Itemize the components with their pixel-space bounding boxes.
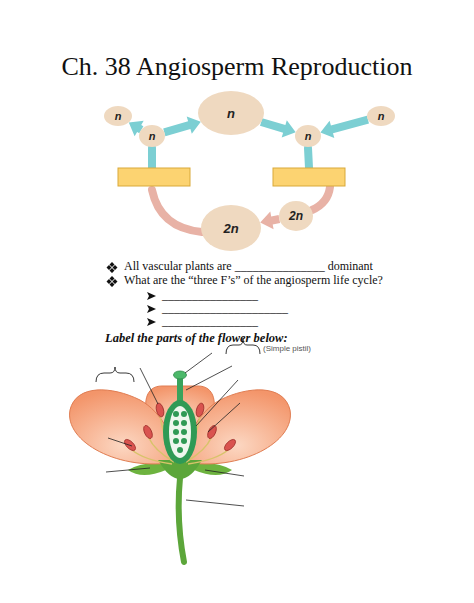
- ovule: [173, 411, 187, 453]
- answer-box: [273, 168, 345, 186]
- ovary-cavity: [169, 406, 191, 458]
- part-label: (Simple pistil): [263, 344, 311, 353]
- answer-blank: _____________________: [162, 301, 288, 316]
- stage-label: n: [378, 110, 385, 122]
- life-stage-oval: n: [139, 125, 165, 147]
- arrow-bullet: [147, 292, 156, 326]
- cycle-arrow: [163, 117, 201, 137]
- flower-illustration: [70, 371, 291, 562]
- instruction-text: Label the parts of the flower below:: [105, 331, 288, 346]
- life-stage-oval: n: [104, 106, 132, 126]
- page-title: Ch. 38 Angiosperm Reproduction: [0, 52, 474, 82]
- petal: [184, 390, 290, 464]
- stigma: [174, 371, 187, 379]
- cycle-arrow: [260, 212, 280, 230]
- stage-label: n: [115, 110, 122, 122]
- bracket: [96, 367, 134, 382]
- stage-label: n: [305, 130, 312, 142]
- question-text: All vascular plants are _______________ …: [124, 259, 373, 274]
- cycle-arc: [148, 148, 156, 168]
- stage-label: 2n: [223, 221, 238, 236]
- stage-label: 2n: [289, 209, 303, 223]
- life-stage-oval: n: [295, 125, 321, 147]
- answer-box: [118, 168, 190, 186]
- cycle-arrow: [260, 118, 296, 137]
- style: [177, 376, 183, 404]
- petal: [70, 390, 176, 464]
- answer-blank: ________________: [162, 288, 258, 303]
- answer-blank: ________________: [162, 314, 258, 329]
- cycle-arrow: [320, 116, 369, 138]
- cycle-arc: [152, 190, 202, 232]
- life-stage-oval: 2n: [279, 201, 313, 231]
- ovary: [163, 400, 197, 464]
- bullet-symbol: [107, 262, 118, 287]
- life-stage-oval: 2n: [201, 205, 261, 251]
- leader-line: [106, 353, 244, 506]
- cycle-arc: [312, 187, 330, 210]
- life-stage-oval: n: [198, 91, 264, 135]
- life-stage-oval: n: [367, 106, 395, 126]
- question-text: What are the “three F’s” of the angiospe…: [124, 273, 383, 288]
- stem: [179, 478, 184, 562]
- stage-label: n: [149, 130, 156, 142]
- stage-label: n: [227, 106, 235, 121]
- cycle-arc: [308, 148, 309, 168]
